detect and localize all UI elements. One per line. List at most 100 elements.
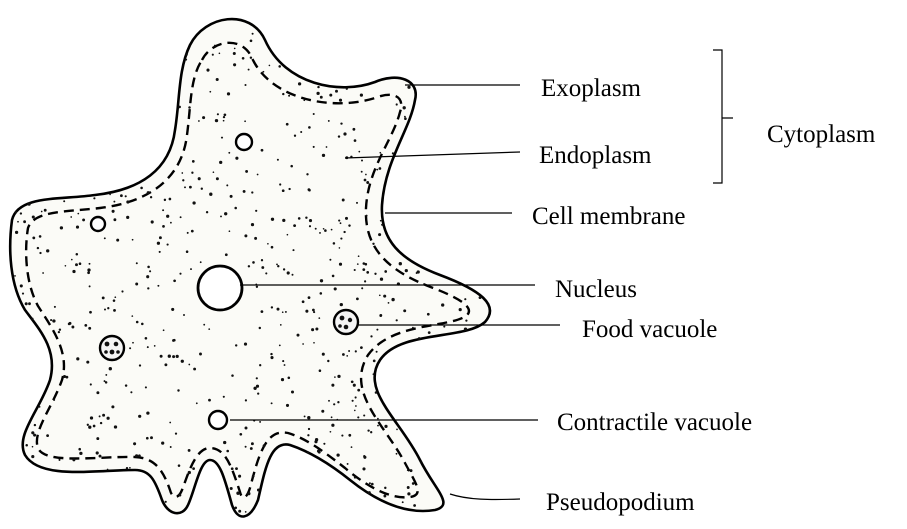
granule [227, 92, 230, 95]
granule [464, 327, 467, 330]
granule [169, 422, 171, 424]
granule [305, 216, 307, 218]
granule [25, 302, 28, 305]
granule [226, 184, 228, 186]
granule [234, 506, 237, 509]
granule [257, 174, 259, 176]
granule [308, 126, 311, 129]
granule [181, 172, 183, 174]
granule [351, 446, 353, 448]
granule [341, 435, 343, 437]
granule [339, 263, 342, 266]
granule [182, 179, 184, 181]
granule [181, 360, 184, 363]
granule [288, 95, 290, 97]
granule [76, 226, 79, 229]
granule [89, 285, 91, 287]
granule [186, 250, 189, 253]
granule [339, 247, 341, 249]
granule [223, 120, 225, 122]
granule [104, 308, 106, 310]
granule [32, 236, 35, 239]
granule [102, 414, 105, 417]
granule [356, 298, 359, 301]
granule [413, 504, 416, 507]
granule [328, 120, 330, 122]
granule [178, 464, 181, 467]
granule [159, 251, 161, 253]
granule [331, 384, 334, 387]
granule [375, 391, 378, 394]
granule [136, 321, 139, 324]
granule [380, 278, 383, 281]
granule [116, 239, 119, 242]
granule [280, 324, 282, 326]
granule [244, 120, 246, 122]
granule [157, 242, 160, 245]
granule [318, 451, 321, 454]
granule [267, 243, 269, 245]
granule [234, 207, 237, 210]
granule [212, 54, 214, 56]
granule [113, 299, 116, 302]
granule [351, 380, 354, 383]
granule [377, 425, 379, 427]
granule [294, 135, 296, 137]
granule [282, 311, 284, 313]
granule [391, 298, 394, 301]
granule [90, 416, 93, 419]
granule [145, 337, 148, 340]
granule [50, 319, 52, 321]
granule [126, 467, 128, 469]
granule [308, 188, 311, 191]
label-nucleus: Nucleus [555, 276, 637, 303]
granule [221, 137, 223, 139]
granule [282, 360, 284, 362]
granule [256, 377, 258, 379]
granule [277, 308, 280, 311]
granule [261, 259, 263, 261]
granule [365, 263, 368, 266]
granule [479, 296, 482, 299]
granule [146, 437, 149, 440]
granule [71, 326, 74, 329]
granule [188, 106, 191, 109]
granule [379, 152, 381, 154]
granule [252, 261, 255, 264]
granule [326, 146, 328, 148]
granule [427, 313, 430, 316]
granule [334, 287, 337, 290]
granule [150, 196, 152, 198]
granule [114, 425, 117, 428]
granule [377, 418, 379, 420]
granule [320, 96, 323, 99]
granule [338, 135, 340, 137]
granule [338, 220, 340, 222]
granule [203, 324, 205, 326]
granule [198, 177, 201, 180]
granule [37, 247, 39, 249]
granule [228, 152, 230, 154]
granule [132, 239, 134, 241]
cell-membrane-outline [10, 19, 490, 516]
granule [245, 446, 247, 448]
granule [319, 369, 322, 372]
granule [380, 220, 382, 222]
granule [347, 463, 349, 465]
granule [168, 355, 171, 358]
granule [132, 342, 134, 344]
granule [22, 293, 24, 295]
granule [39, 235, 42, 238]
granule [404, 117, 407, 120]
granule [270, 356, 273, 359]
granule [179, 494, 182, 497]
granule [230, 195, 233, 198]
granule [111, 405, 114, 408]
granule [361, 171, 363, 173]
granule [324, 229, 327, 232]
granule [146, 275, 149, 278]
granule [229, 230, 231, 232]
granule [369, 482, 371, 484]
granule [355, 350, 357, 352]
